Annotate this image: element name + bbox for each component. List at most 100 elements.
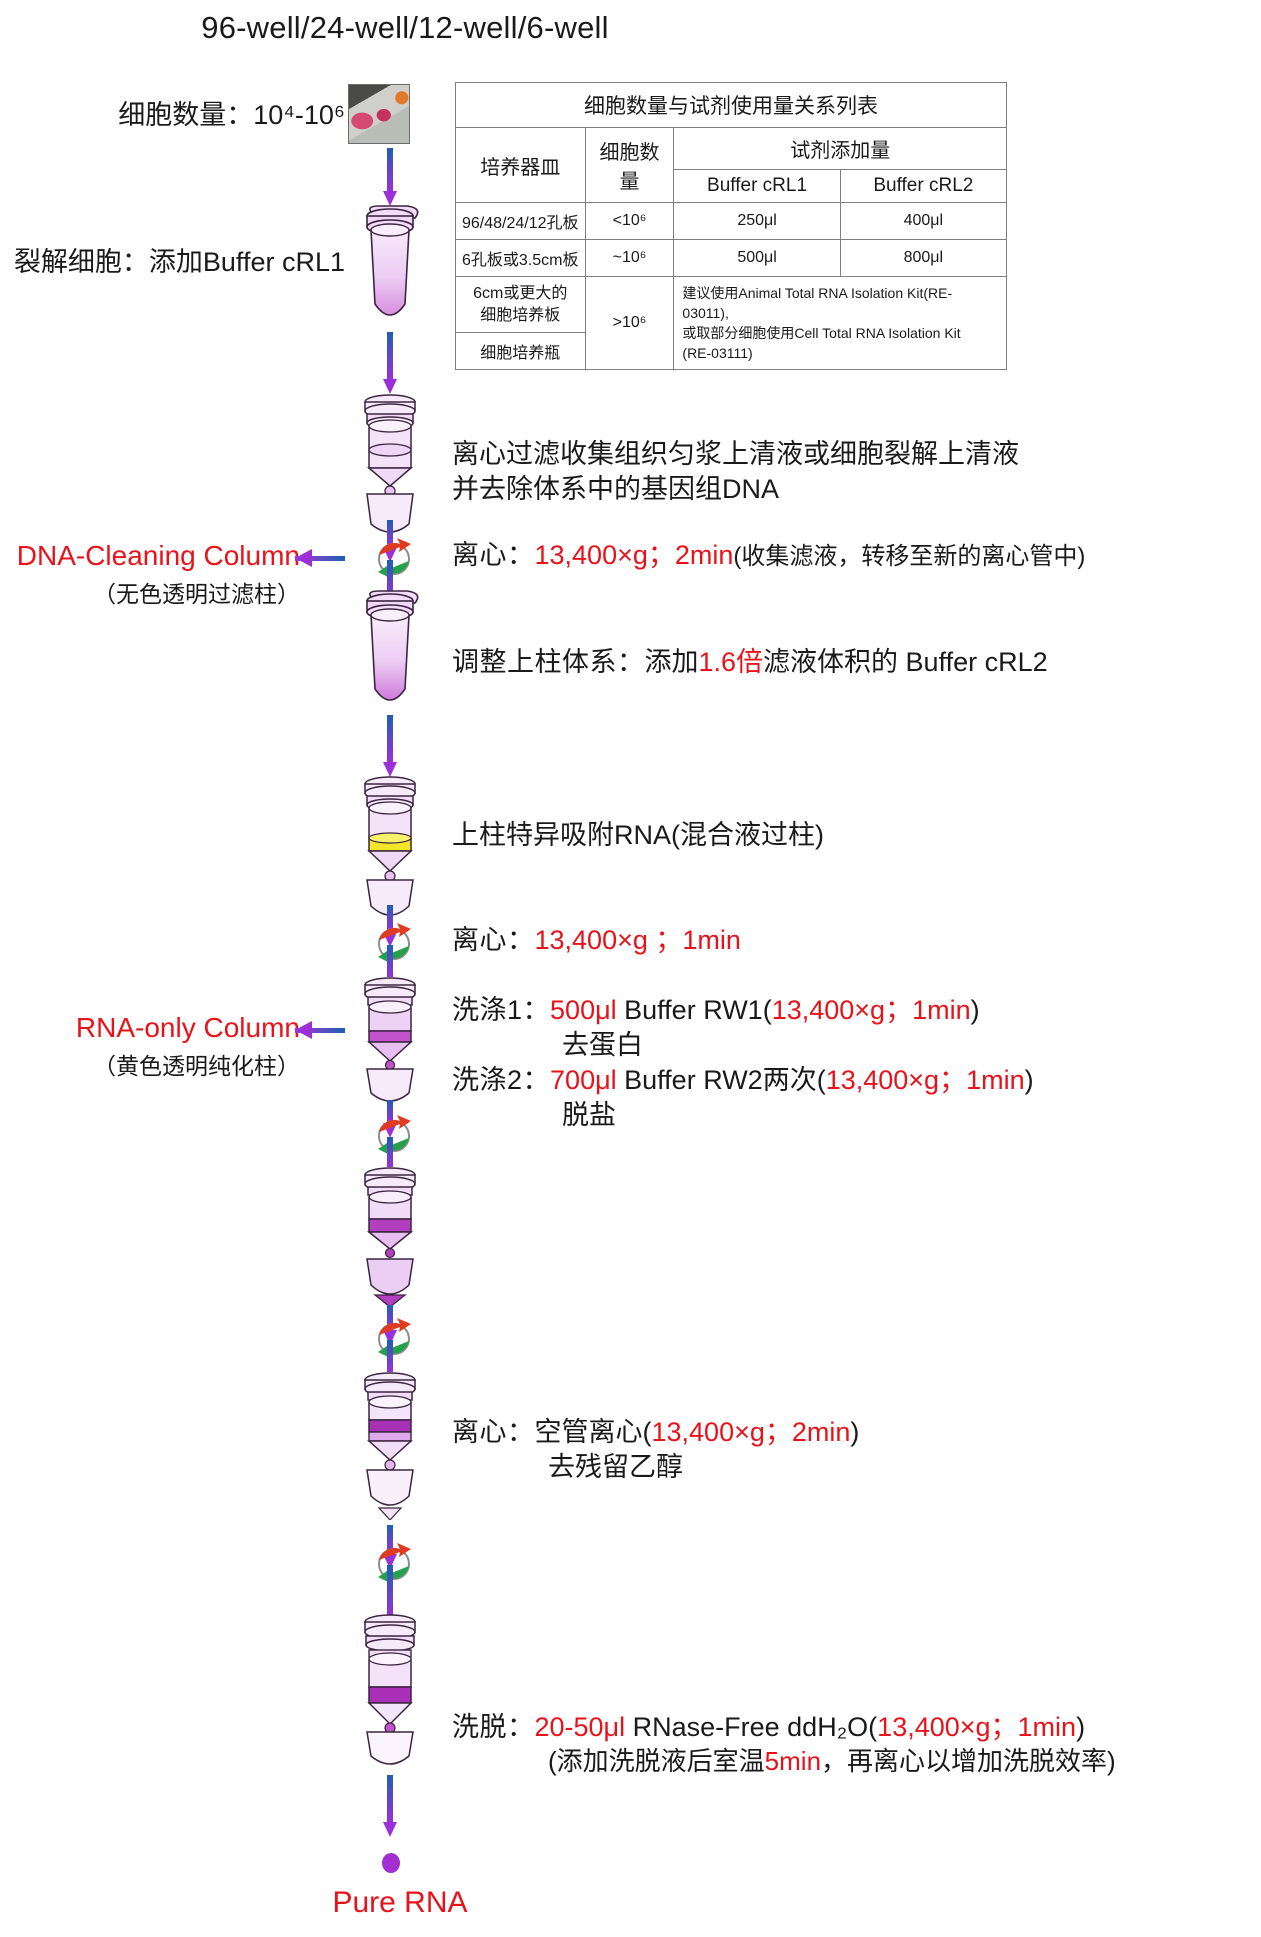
wash-column-graphic-2 xyxy=(345,1165,435,1305)
header-buffer-crl2: Buffer cRL2 xyxy=(839,169,1008,203)
step-wash-2: 洗涤2：700μl Buffer RW2两次(13,400×g；1min) 脱盐 xyxy=(452,1063,1072,1133)
bind-text: 上柱特异吸附RNA(混合液过柱) xyxy=(452,820,824,850)
adjust-pre: 添加 xyxy=(644,647,699,677)
elution-volume: 20-50μl xyxy=(534,1712,626,1742)
adjust-label: 调整上柱体系： xyxy=(452,647,645,677)
elution-note-pre: (添加洗脱液后室温 xyxy=(548,1746,765,1777)
row1-cells: ~10⁶ xyxy=(584,239,675,277)
dryspin-close: ) xyxy=(850,1417,860,1447)
elution-close: ) xyxy=(1076,1712,1086,1742)
page-title: 96-well/24-well/12-well/6-well xyxy=(201,10,609,45)
large-note-line2: 或取部分细胞使用Cell Total RNA Isolation Kit xyxy=(682,325,961,342)
table-title-row: 细胞数量与试剂使用量关系列表 xyxy=(455,82,1007,128)
rna-droplet-icon xyxy=(380,1852,402,1879)
flow-line-8b xyxy=(383,1565,397,1617)
wash2-label: 洗涤2： xyxy=(452,1065,551,1095)
dry-spin-column-graphic xyxy=(345,1370,435,1520)
step-spin-2: 离心：13,400×g ；1min xyxy=(452,923,1072,958)
flow-line-7b xyxy=(383,1340,397,1372)
dna-cleaning-column-graphic xyxy=(345,390,435,535)
table-row: 96/48/24/12孔板 <10⁶ 250μl 400μl xyxy=(455,202,1008,240)
flow-arrow-7-icon xyxy=(383,1305,397,1345)
flow-line-5b xyxy=(383,945,397,977)
step-filter-collect: 离心过滤收集组织匀浆上清液或细胞裂解上清液 并去除体系中的基因组DNA xyxy=(452,437,1052,507)
elution-condition: 13,400×g；1min xyxy=(877,1712,1077,1742)
header-reagent-group: 试剂添加量 xyxy=(673,127,1007,170)
row1-crl2: 800μl xyxy=(839,239,1008,277)
elution-label: 洗脱： xyxy=(452,1712,535,1742)
large-note-line3: (RE-03111) xyxy=(682,345,753,362)
step-spin-1: 离心：13,400×g；2min(收集滤液，转移至新的离心管中) xyxy=(452,538,1085,573)
cell-culture-photo xyxy=(348,84,410,144)
dna-column-pointer-arrow-icon xyxy=(295,549,345,567)
wash1-volume: 500μl xyxy=(550,995,617,1025)
elution-note-value: 5min xyxy=(764,1746,822,1777)
reagent-usage-table: 细胞数量与试剂使用量关系列表 培养器皿 细胞数量 试剂添加量 Buffer cR… xyxy=(455,82,1008,371)
adjust-post: 滤液体积的 Buffer cRL2 xyxy=(763,647,1048,677)
rna-only-column-annotation: RNA-only Column （黄色透明纯化柱） xyxy=(0,1012,300,1081)
dna-cleaning-column-annotation: DNA-Cleaning Column （无色透明过滤柱） xyxy=(0,540,300,609)
spin2-value: 13,400×g ；1min xyxy=(534,925,741,955)
spin1-note: (收集滤液，转移至新的离心管中) xyxy=(733,543,1086,570)
wash1-close: ) xyxy=(970,995,980,1025)
table-title: 细胞数量与试剂使用量关系列表 xyxy=(455,82,1007,128)
centrifuge-spin-icon-5 xyxy=(370,1540,414,1584)
header-dish: 培养器皿 xyxy=(455,127,586,203)
adjust-value: 1.6倍 xyxy=(698,647,764,677)
flow-arrow-2-icon xyxy=(383,332,397,394)
wash1-buffer: Buffer RW1( xyxy=(616,995,772,1025)
large-cells: >10⁶ xyxy=(584,275,675,371)
wash2-buffer: Buffer RW2两次( xyxy=(616,1065,826,1095)
rna-only-column-description: （黄色透明纯化柱） xyxy=(93,1053,300,1079)
table-header-row-1: 培养器皿 细胞数量 试剂添加量 xyxy=(455,127,1007,203)
step-adjust-volume: 调整上柱体系：添加1.6倍滤液体积的 Buffer cRL2 xyxy=(452,645,1072,680)
row1-dish: 6孔板或3.5cm板 xyxy=(455,239,586,277)
step-bind-rna: 上柱特异吸附RNA(混合液过柱) xyxy=(452,818,1072,853)
header-buffer-crl1: Buffer cRL1 xyxy=(673,169,841,203)
elution-column-graphic xyxy=(345,1612,435,1777)
filter-collect-line2: 并去除体系中的基因组DNA xyxy=(452,474,780,505)
large-dish-lines: 6cm或更大的 细胞培养板 xyxy=(455,275,586,334)
wash1-condition: 13,400×g；1min xyxy=(771,995,971,1025)
dryspin-pre: 空管离心( xyxy=(534,1417,652,1447)
filter-collect-line1: 离心过滤收集组织匀浆上清液或细胞裂解上清液 xyxy=(452,439,1019,469)
rna-column-pointer-arrow-icon xyxy=(295,1021,345,1039)
elution-note-post: ，再离心以增加洗脱效率) xyxy=(821,1746,1116,1777)
large-dish-line2: 细胞培养板 xyxy=(480,306,561,324)
header-cell-count: 细胞数量 xyxy=(584,127,675,203)
table-row: 6孔板或3.5cm板 ~10⁶ 500μl 800μl xyxy=(455,239,1008,277)
wash2-condition: 13,400×g；1min xyxy=(825,1065,1025,1095)
table-row-large-1: 6cm或更大的 细胞培养板 >10⁶ 建议使用Animal Total RNA … xyxy=(455,275,1007,371)
large-note: 建议使用Animal Total RNA Isolation Kit(RE-03… xyxy=(673,275,1007,371)
rna-only-column-graphic xyxy=(345,772,435,922)
elution-reagent: RNase-Free ddH₂O( xyxy=(625,1712,878,1742)
spin2-label: 离心： xyxy=(452,925,535,955)
row0-crl1: 250μl xyxy=(673,202,841,240)
centrifuge-spin-icon-3 xyxy=(370,1112,414,1156)
centrifuge-spin-icon-2 xyxy=(370,920,414,964)
large-note-line1: 建议使用Animal Total RNA Isolation Kit(RE-03… xyxy=(682,284,953,321)
row0-cells: <10⁶ xyxy=(584,202,675,240)
step-elution: 洗脱：20-50μl RNase-Free ddH₂O(13,400×g；1mi… xyxy=(452,1710,1116,1779)
flow-line-6b xyxy=(383,1137,397,1167)
pure-rna-result-label: Pure RNA xyxy=(332,1886,468,1919)
flow-arrow-9-icon xyxy=(383,1775,397,1837)
large-dish-line3: 细胞培养瓶 xyxy=(455,332,586,371)
step-dry-spin: 离心：空管离心(13,400×g；2min) 去残留乙醇 xyxy=(452,1415,1072,1485)
dna-cleaning-column-name: DNA-Cleaning Column xyxy=(16,540,300,571)
centrifuge-spin-icon-4 xyxy=(370,1315,414,1359)
wash1-purpose: 去蛋白 xyxy=(562,1030,643,1061)
step-wash-1: 洗涤1：500μl Buffer RW1(13,400×g；1min) 去蛋白 xyxy=(452,993,1072,1063)
table-row-large-2: 细胞培养瓶 xyxy=(455,332,1007,371)
wash-column-graphic-1 xyxy=(345,975,435,1110)
adjust-volume-tube-graphic xyxy=(345,585,435,725)
wash2-purpose: 脱盐 xyxy=(562,1100,616,1131)
row1-crl1: 500μl xyxy=(673,239,841,277)
large-dish-line1: 6cm或更大的 xyxy=(473,285,568,302)
row0-crl2: 400μl xyxy=(839,202,1008,240)
centrifuge-spin-icon-1 xyxy=(370,535,414,579)
dryspin-label: 离心： xyxy=(452,1417,535,1447)
flow-arrow-8-icon xyxy=(383,1525,397,1569)
lysis-tube-graphic xyxy=(345,200,435,340)
flow-arrow-4-icon xyxy=(383,715,397,777)
